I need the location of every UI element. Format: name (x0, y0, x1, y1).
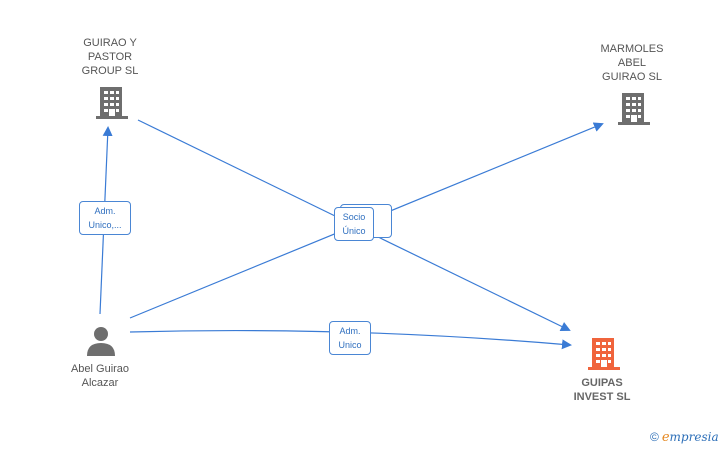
edge-label-adm-unico-2[interactable]: Adm. Unico (329, 321, 371, 355)
node-label-guirao-pastor[interactable]: GUIRAO Y PASTOR GROUP SL (81, 37, 139, 77)
copyright-icon: © (650, 430, 659, 444)
person-icon[interactable] (86, 326, 116, 356)
node-label-marmoles[interactable]: MARMOLES ABEL GUIRAO SL (600, 43, 664, 83)
building-icon[interactable] (96, 85, 128, 121)
building-icon[interactable] (618, 91, 650, 127)
node-label-abel[interactable]: Abel Guirao Alcazar (70, 363, 130, 389)
node-label-guipas[interactable]: GUIPAS INVEST SL (573, 377, 631, 403)
edge-label-adm-unico-1[interactable]: Adm. Unico,... (79, 201, 131, 235)
edge-label-socio-unico[interactable]: Socio Único (334, 207, 374, 241)
empresia-logo: ©empresia (650, 430, 719, 445)
main-building-icon[interactable] (588, 336, 620, 372)
